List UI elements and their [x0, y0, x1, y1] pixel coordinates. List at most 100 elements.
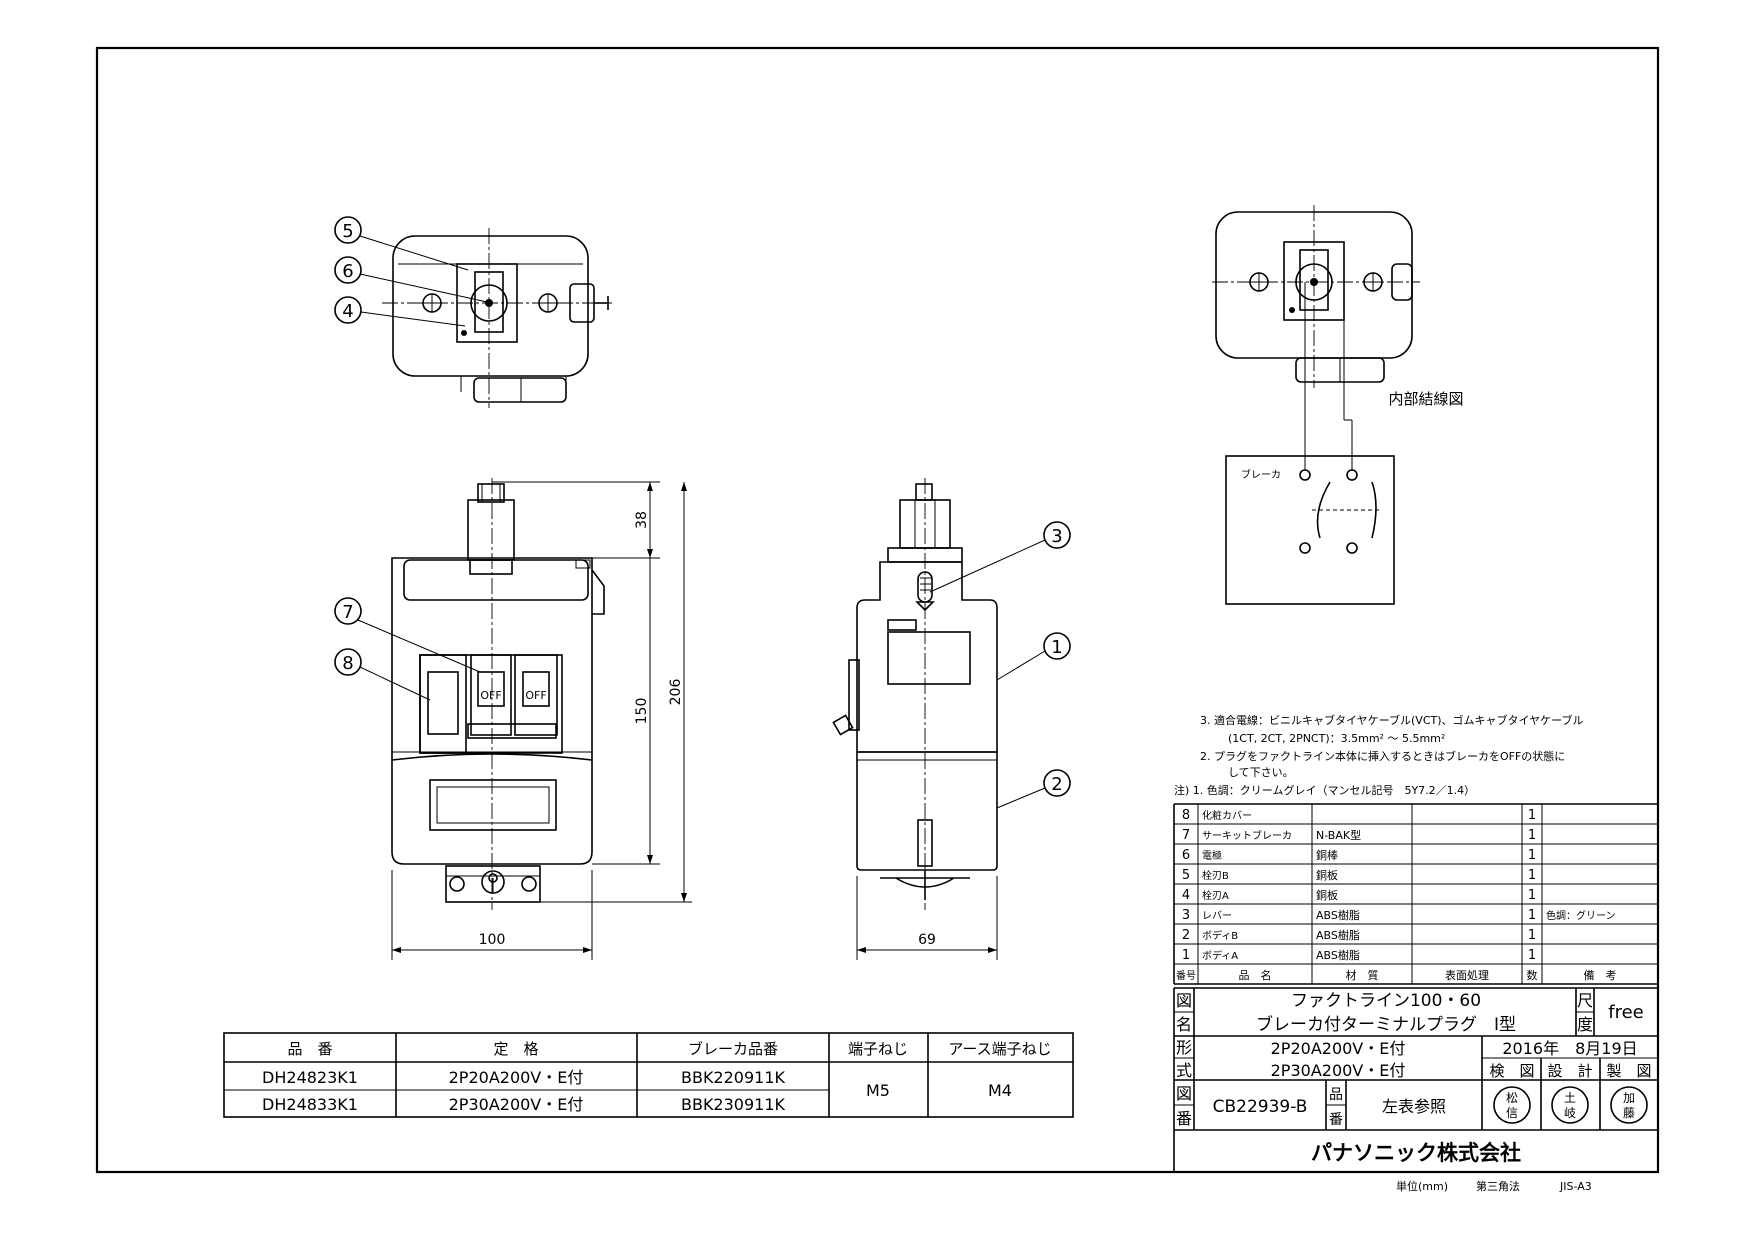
svg-text:8: 8	[342, 653, 353, 674]
parts-row-number: 2	[1182, 928, 1190, 943]
svg-text:端子ねじ: 端子ねじ	[848, 1040, 908, 1058]
svg-text:設 計: 設 計	[1547, 1062, 1592, 1080]
svg-text:名: 名	[1176, 1015, 1192, 1034]
unit-label: 単位(mm)	[1396, 1179, 1448, 1193]
note-2-line-1: 2. プラグをファクトライン本体に挿入するときはブレーカをOFFの状態に	[1200, 749, 1565, 763]
callout-1: 1	[996, 632, 1071, 681]
parts-row-material: ABS樹脂	[1316, 908, 1360, 922]
parts-header-remark: 備 考	[1584, 969, 1617, 982]
stamp-drafter: 加 藤	[1610, 1086, 1648, 1124]
model-number-1: DH24823K1	[262, 1068, 358, 1087]
projection-label: 第三角法	[1476, 1179, 1520, 1193]
svg-text:検 図: 検 図	[1489, 1062, 1534, 1080]
front-view: OFF OFF	[391, 478, 605, 910]
title-block: 図 名 形 式 図 番 ファクトライン100・60 ブレーカ付ターミナルプラグ …	[1173, 987, 1658, 1172]
svg-text:式: 式	[1176, 1061, 1192, 1080]
svg-text:品 番: 品 番	[287, 1040, 332, 1058]
parts-header-number: 番号	[1176, 970, 1196, 982]
parts-row-name: レバー	[1202, 910, 1232, 922]
dimension-38: 38	[492, 481, 660, 559]
company-name: パナソニック株式会社	[1311, 1141, 1521, 1165]
earth-screw: M4	[988, 1081, 1012, 1100]
svg-text:アース端子ねじ: アース端子ねじ	[948, 1040, 1051, 1058]
product-name-line-1: ファクトライン100・60	[1291, 991, 1481, 1011]
parts-row-number: 4	[1182, 888, 1190, 903]
svg-text:番: 番	[1329, 1112, 1343, 1128]
drawing-number: CB22939-B	[1213, 1097, 1308, 1117]
parts-header-finish: 表面処理	[1445, 968, 1489, 982]
parts-row-qty: 1	[1528, 888, 1536, 903]
side-view	[832, 478, 998, 910]
svg-text:6: 6	[342, 261, 353, 282]
parts-header-qty: 数	[1527, 969, 1538, 982]
parts-row-material: N-BAK型	[1316, 828, 1361, 842]
svg-text:100: 100	[479, 932, 506, 948]
note-1: 注) 1. 色調：クリームグレイ（マンセル記号 5Y7.2／1.4）	[1174, 783, 1475, 797]
note-3-line-2: (1CT, 2CT, 2PNCT)：3.5mm² ～ 5.5mm²	[1228, 732, 1445, 745]
svg-text:品: 品	[1329, 1087, 1343, 1103]
top-view	[382, 228, 612, 408]
svg-text:3: 3	[1051, 526, 1062, 547]
callout-8: 8	[334, 648, 431, 701]
svg-text:ブレーカ品番: ブレーカ品番	[688, 1040, 778, 1058]
svg-text:150: 150	[634, 698, 650, 725]
parts-row-qty: 1	[1528, 928, 1536, 943]
dimension-100: 100	[391, 870, 593, 960]
parts-row-material: 銅棒	[1316, 848, 1338, 862]
parts-row-name: 栓刃B	[1202, 869, 1229, 882]
svg-text:製 図: 製 図	[1606, 1062, 1651, 1080]
stamp-checker: 松 信	[1493, 1086, 1531, 1124]
svg-text:番: 番	[1176, 1109, 1192, 1128]
svg-text:岐: 岐	[1564, 1106, 1576, 1120]
note-3-line-1: 3. 適合電線：ビニルキャブタイヤケーブル(VCT)、ゴムキャブタイヤケーブル	[1200, 713, 1584, 727]
parts-row-material: ABS樹脂	[1316, 928, 1360, 942]
callout-7: 7	[334, 597, 481, 673]
svg-text:38: 38	[634, 511, 650, 529]
svg-text:定 格: 定 格	[493, 1040, 538, 1058]
product-name-line-2: ブレーカ付ターミナルプラグ I型	[1256, 1014, 1516, 1035]
svg-text:図: 図	[1176, 1084, 1192, 1103]
parts-row-material: 銅板	[1316, 868, 1338, 882]
parts-row-name: 化粧カバー	[1202, 809, 1252, 822]
wiring-breaker-label: ブレーカ	[1241, 468, 1281, 481]
svg-text:形: 形	[1176, 1038, 1192, 1057]
notes: 3. 適合電線：ビニルキャブタイヤケーブル(VCT)、ゴムキャブタイヤケーブル …	[1174, 713, 1584, 797]
svg-text:1: 1	[1051, 637, 1062, 658]
svg-text:信: 信	[1506, 1106, 1518, 1120]
parts-row-qty: 1	[1528, 848, 1536, 863]
wiring-diagram: ブレーカ	[1225, 282, 1395, 605]
parts-row-qty: 1	[1528, 948, 1536, 963]
svg-text:2P30A200V・E付: 2P30A200V・E付	[449, 1095, 584, 1114]
svg-text:69: 69	[918, 932, 936, 948]
parts-row-name: サーキットブレーカ	[1202, 829, 1292, 842]
parts-row-number: 3	[1182, 908, 1190, 923]
callout-4: 4	[334, 296, 466, 327]
parts-row-name: ボディA	[1202, 949, 1238, 962]
svg-text:4: 4	[342, 301, 353, 322]
dimension-69: 69	[856, 876, 998, 960]
svg-text:5: 5	[342, 221, 353, 242]
parts-header-material: 材 質	[1346, 968, 1379, 982]
parts-row-number: 8	[1182, 808, 1190, 823]
callout-6: 6	[334, 256, 488, 303]
parts-row-qty: 1	[1528, 828, 1536, 843]
top-view-right	[1212, 205, 1420, 388]
parts-row-number: 1	[1182, 948, 1190, 963]
callout-2: 2	[996, 769, 1071, 809]
terminal-screw: M5	[866, 1081, 890, 1100]
model-2: 2P30A200V・E付	[1271, 1061, 1406, 1080]
svg-text:2: 2	[1051, 774, 1062, 795]
parts-row-number: 5	[1182, 868, 1190, 883]
parts-row-number: 7	[1182, 828, 1190, 843]
svg-text:7: 7	[342, 602, 353, 623]
parts-row-qty: 1	[1528, 908, 1536, 923]
dimension-150: 150	[592, 558, 660, 865]
parts-row-material: ABS樹脂	[1316, 948, 1360, 962]
drawing-date: 2016年 8月19日	[1502, 1039, 1637, 1058]
parts-row-qty: 1	[1528, 868, 1536, 883]
svg-text:図: 図	[1176, 991, 1192, 1010]
paper-size-label: JIS-A3	[1559, 1180, 1592, 1193]
breaker-off-label-b: OFF	[525, 689, 546, 702]
